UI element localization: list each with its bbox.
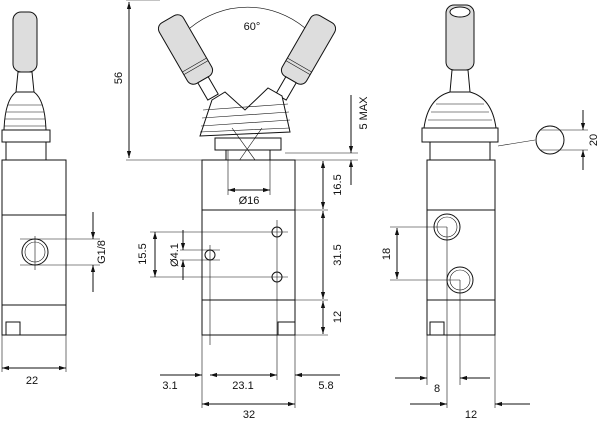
dim-16-5: 16.5 [332, 174, 344, 195]
nut [5, 141, 47, 161]
dim-12-side: 12 [465, 409, 477, 421]
front-view: 60° 15.5 Ø4.1 56 5 MAX Ø16 16.5 31.5 12 … [113, 0, 370, 421]
valve-body [426, 159, 496, 336]
rubber-boot [423, 91, 497, 129]
dim-5-8: 5.8 [318, 380, 333, 392]
left-view: G1/8 22 [1, 11, 108, 387]
dim-d4-1: Ø4.1 [169, 243, 181, 267]
angle-arc [189, 6, 306, 29]
nut [225, 149, 271, 161]
handle-neck [15, 71, 35, 93]
dim-22: 22 [26, 375, 38, 387]
dim-d16: Ø16 [239, 195, 260, 207]
dim-5-max: 5 MAX [358, 96, 370, 130]
valve-body [201, 159, 296, 336]
dim-20: 20 [588, 134, 600, 146]
dim-23-1: 23.1 [232, 380, 253, 392]
flange [421, 127, 499, 143]
side-view: 18 8 12 20 [381, 4, 600, 421]
dim-8: 8 [434, 383, 440, 395]
rubber-boot [3, 91, 47, 131]
dim-31-5: 31.5 [332, 244, 344, 265]
dim-12: 12 [332, 311, 344, 323]
dim-60: 60° [244, 21, 261, 33]
handle-grip [12, 11, 38, 73]
dim-56: 56 [113, 72, 125, 84]
dim-15-5: 15.5 [137, 243, 149, 264]
dim-3-1: 3.1 [162, 380, 177, 392]
rubber-boot [199, 87, 291, 137]
dim-32: 32 [243, 409, 255, 421]
nut [429, 141, 491, 161]
flange [1, 129, 51, 143]
handle-right [280, 14, 337, 85]
handle-left [157, 14, 214, 85]
detail-circle [535, 125, 565, 155]
dim-g18: G1/8 [96, 240, 108, 264]
dim-18: 18 [381, 248, 393, 260]
